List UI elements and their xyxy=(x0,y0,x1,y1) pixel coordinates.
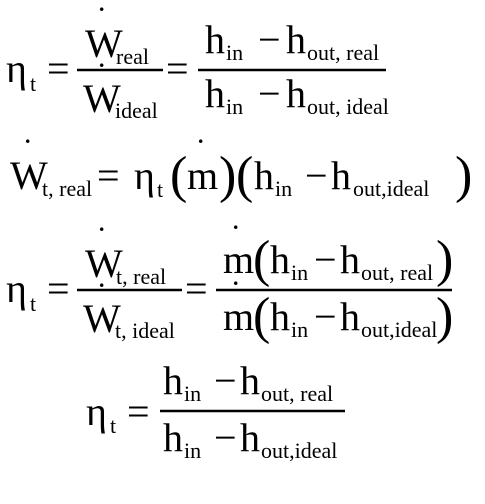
work-rate-symbol: W xyxy=(85,241,123,286)
equation-4-svg: η t = h in − h out, real h in − h out,id… xyxy=(86,358,345,463)
subscript-in: in xyxy=(184,381,201,406)
work-rate-symbol: W xyxy=(83,76,121,121)
eta-symbol: η xyxy=(134,153,155,198)
eta-symbol: η xyxy=(86,389,107,434)
dot-accent: ˙ xyxy=(195,133,206,170)
equals-sign: = xyxy=(97,153,120,198)
dot-accent: ˙ xyxy=(96,277,107,314)
eta-symbol: η xyxy=(6,266,27,311)
minus-sign: − xyxy=(258,71,281,116)
equation-3-svg: η t = ˙ W t, real ˙ W t, ideal = ˙ m ( h… xyxy=(6,219,453,345)
enthalpy-symbol: h xyxy=(163,358,183,403)
equals-sign: = xyxy=(127,389,150,434)
subscript-t-ideal: t, ideal xyxy=(115,318,175,343)
subscript-t: t xyxy=(30,71,36,96)
subscript-t-real: t, real xyxy=(116,264,166,289)
equals-sign: = xyxy=(47,266,70,311)
right-parenthesis: ) xyxy=(219,147,236,204)
subscript-t: t xyxy=(157,177,163,202)
enthalpy-symbol: h xyxy=(240,358,260,403)
dot-accent: ˙ xyxy=(96,221,107,258)
enthalpy-symbol: h xyxy=(163,415,183,460)
subscript-in: in xyxy=(226,94,243,119)
subscript-out-ideal: out,ideal xyxy=(353,176,429,201)
dot-accent: ˙ xyxy=(96,57,107,94)
subscript-out-real: out, real xyxy=(307,40,379,65)
subscript-in: in xyxy=(291,260,308,285)
left-parenthesis: ( xyxy=(170,147,187,204)
left-parenthesis: ( xyxy=(253,231,270,288)
enthalpy-symbol: h xyxy=(286,71,306,116)
left-parenthesis: ( xyxy=(236,147,253,204)
subscript-out-ideal: out, ideal xyxy=(307,94,389,119)
subscript-real: real xyxy=(116,44,149,69)
equals-sign: = xyxy=(47,46,70,91)
subscript-out-real: out, real xyxy=(261,381,333,406)
enthalpy-symbol: h xyxy=(254,153,274,198)
work-rate-symbol: W xyxy=(85,21,123,66)
subscript-in: in xyxy=(291,317,308,342)
equals-sign: = xyxy=(166,46,189,91)
subscript-out-ideal: out,ideal xyxy=(261,438,337,463)
equation-1: η t = ˙ W real ˙ W ideal = h in − h out,… xyxy=(0,0,485,123)
enthalpy-symbol: h xyxy=(240,415,260,460)
right-parenthesis: ) xyxy=(436,288,453,345)
subscript-ideal: ideal xyxy=(115,98,158,123)
minus-sign: − xyxy=(214,415,237,460)
work-rate-symbol: W xyxy=(83,296,121,341)
subscript-out-ideal: out,ideal xyxy=(361,317,437,342)
eta-symbol: η xyxy=(6,46,27,91)
equals-sign: = xyxy=(185,266,208,311)
subscript-t: t xyxy=(110,413,116,438)
dot-accent: ˙ xyxy=(22,133,33,170)
enthalpy-symbol: h xyxy=(270,294,290,339)
equation-3: η t = ˙ W t, real ˙ W t, ideal = ˙ m ( h… xyxy=(0,219,485,345)
subscript-out-real: out, real xyxy=(361,260,433,285)
minus-sign: − xyxy=(314,294,337,339)
subscript-in: in xyxy=(226,40,243,65)
subscript-in: in xyxy=(184,438,201,463)
left-parenthesis: ( xyxy=(253,288,270,345)
minus-sign: − xyxy=(314,237,337,282)
enthalpy-symbol: h xyxy=(270,237,290,282)
enthalpy-symbol: h xyxy=(340,237,360,282)
dot-accent: ˙ xyxy=(230,219,241,256)
right-parenthesis: ) xyxy=(455,147,472,204)
work-rate-symbol: W xyxy=(10,153,48,198)
enthalpy-symbol: h xyxy=(331,153,351,198)
enthalpy-symbol: h xyxy=(205,17,225,62)
equation-2: ˙ W t, real = η t ( ˙ m ) ( h in − h out… xyxy=(0,120,485,240)
enthalpy-symbol: h xyxy=(205,71,225,116)
minus-sign: − xyxy=(214,358,237,403)
equation-1-svg: η t = ˙ W real ˙ W ideal = h in − h out,… xyxy=(6,1,389,123)
subscript-t-real: t, real xyxy=(42,176,92,201)
mass-flow-symbol: m xyxy=(223,237,254,282)
right-parenthesis: ) xyxy=(436,231,453,288)
subscript-in: in xyxy=(275,176,292,201)
enthalpy-symbol: h xyxy=(340,294,360,339)
equation-2-svg: ˙ W t, real = η t ( ˙ m ) ( h in − h out… xyxy=(10,133,472,204)
mass-flow-symbol: m xyxy=(223,294,254,339)
enthalpy-symbol: h xyxy=(286,17,306,62)
minus-sign: − xyxy=(258,17,281,62)
equation-4: η t = h in − h out, real h in − h out,id… xyxy=(0,355,485,475)
dot-accent: ˙ xyxy=(96,1,107,38)
subscript-t: t xyxy=(30,291,36,316)
dot-accent: ˙ xyxy=(230,275,241,312)
mass-flow-symbol: m xyxy=(187,153,218,198)
minus-sign: − xyxy=(305,153,328,198)
